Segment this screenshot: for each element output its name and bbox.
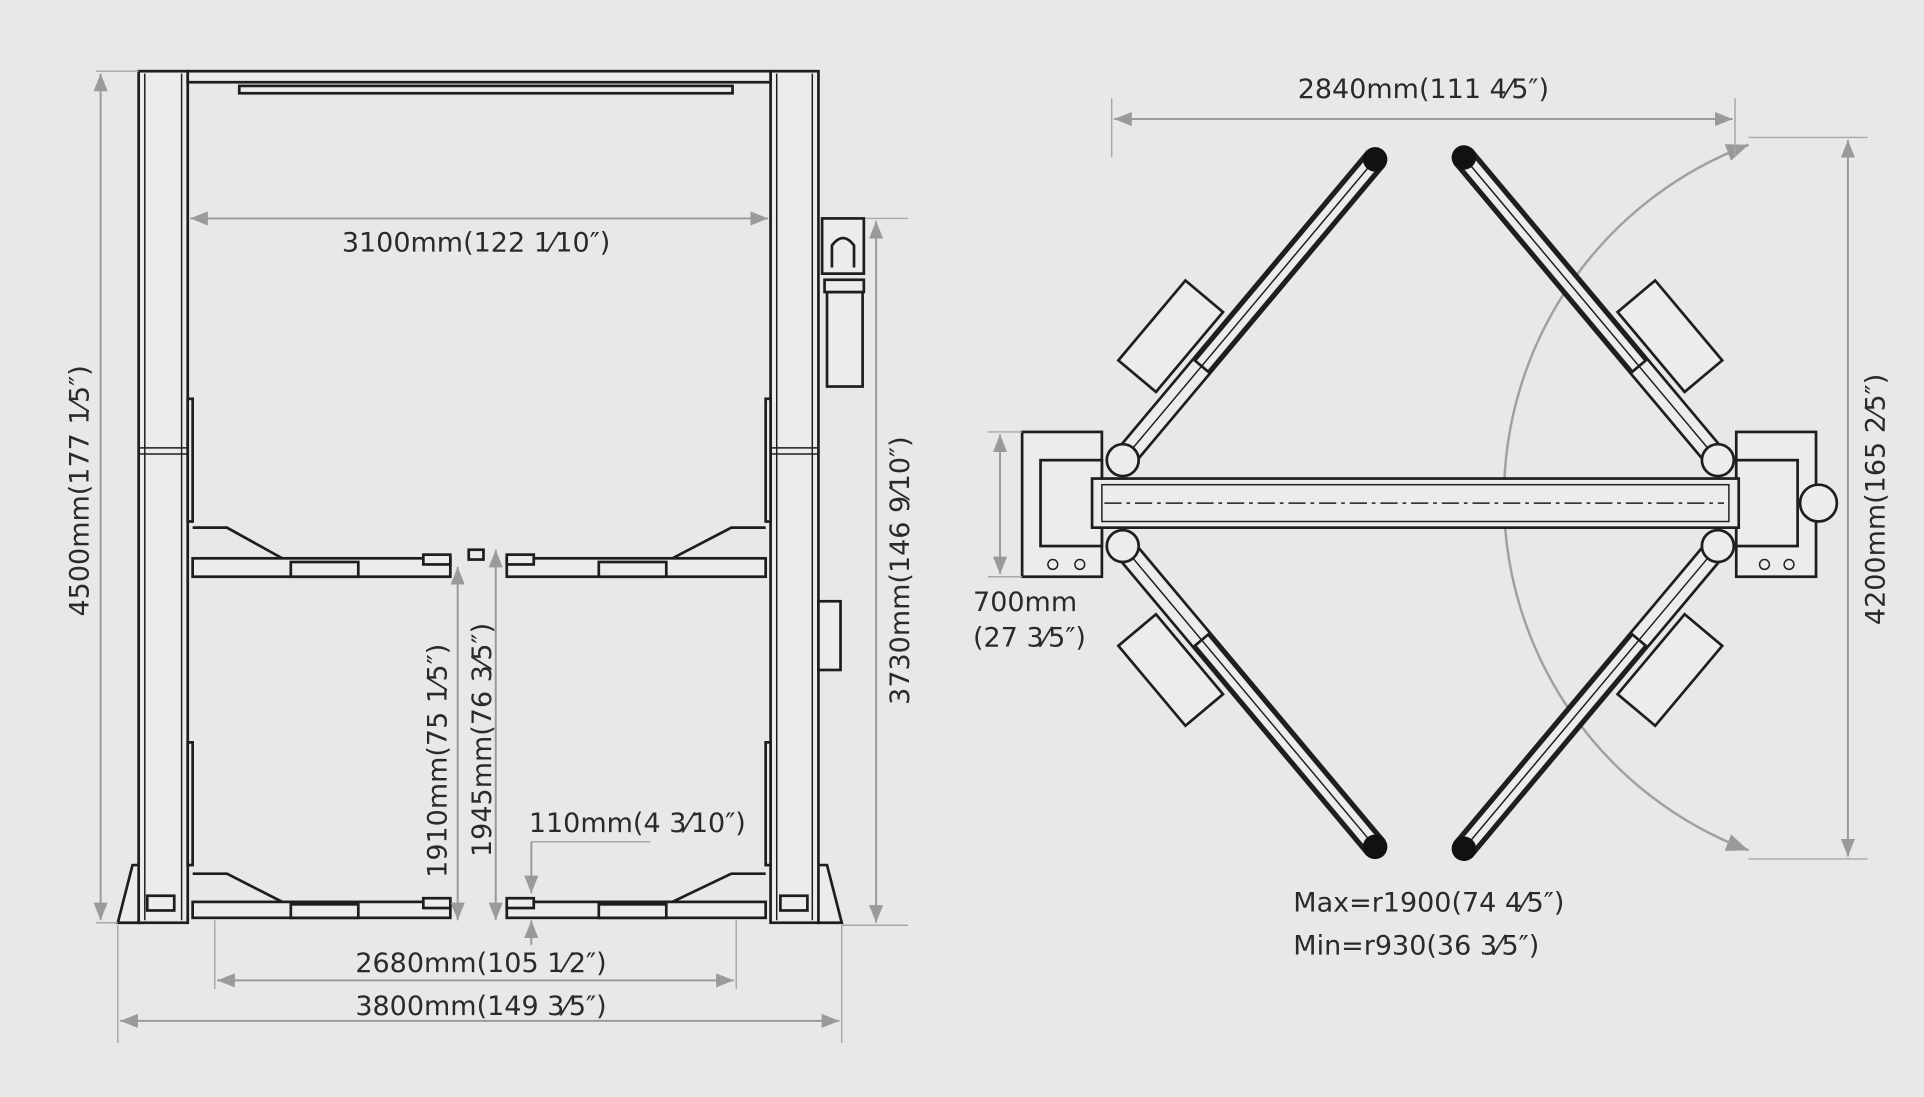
arm-lower-right: [1451, 537, 1729, 861]
overhead-bar: [237, 84, 734, 95]
right-base-plate: [815, 863, 844, 925]
lift-height-2-label: 1945mm(76 3⁄5″): [467, 623, 498, 857]
right-column: [764, 69, 842, 925]
arm-upper-right: [1451, 145, 1729, 470]
min-height-label: 110mm(4 3⁄10″): [529, 808, 746, 839]
height-total-label: 4500mm(177 1⁄5″): [64, 365, 95, 616]
power-unit: [820, 217, 866, 388]
overall-depth-label: 4200mm(165 2⁄5″): [1861, 374, 1892, 625]
front-view: 4500mm(177 1⁄5″) 3100mm(122 1⁄10″) 3730m…: [64, 69, 916, 1043]
left-carriage: [1020, 430, 1141, 579]
column-height-label: 3730mm(146 9⁄10″): [885, 436, 916, 704]
base-depth-mm-label: 700mm: [973, 587, 1077, 618]
top-view: 2840mm(111 4⁄5″) 700mm (27 3⁄5″) 4200mm(…: [973, 74, 1892, 961]
arm-span-label: 2840mm(111 4⁄5″): [1298, 74, 1549, 105]
base-depth-in-label: (27 3⁄5″): [973, 623, 1086, 654]
top-beam: [186, 69, 772, 84]
left-column: [137, 69, 194, 925]
top-beam-plan: [1090, 477, 1741, 529]
max-radius-label: Max=r1900(74 4⁄5″): [1293, 888, 1564, 919]
arm-upper-left: [1112, 147, 1388, 470]
overall-width-label: 3800mm(149 3⁄5″): [355, 991, 606, 1022]
lift-height-1-label: 1910mm(75 1⁄5″): [423, 644, 454, 878]
front-arms-raised: [191, 526, 768, 579]
arm-lower-left: [1112, 537, 1388, 860]
inner-width-label: 3100mm(122 1⁄10″): [342, 228, 610, 259]
min-radius-label: Min=r930(36 3⁄5″): [1293, 931, 1539, 962]
front-arms-lowered: [191, 872, 768, 920]
right-carriage: [1700, 430, 1839, 579]
drive-through-label: 2680mm(105 1⁄2″): [355, 948, 606, 979]
